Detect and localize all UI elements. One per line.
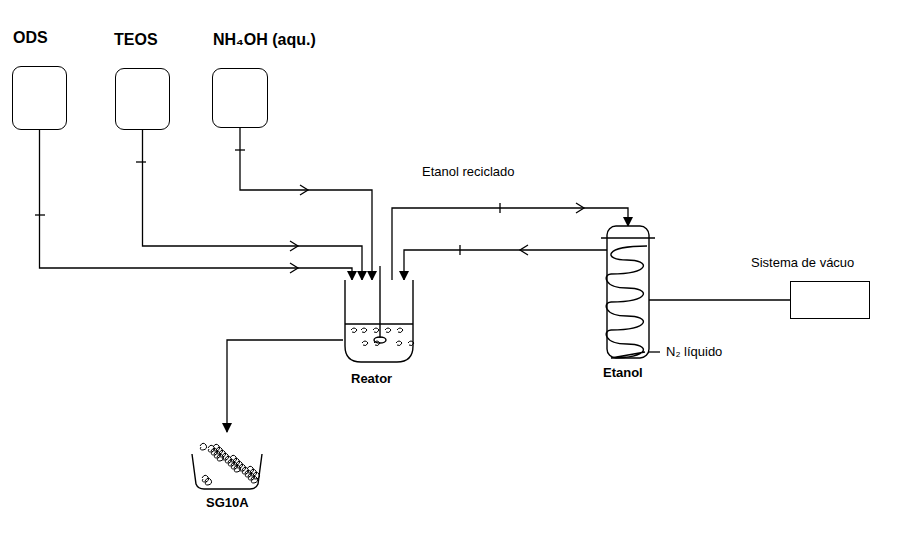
reactor-vessel: Reator: [343, 280, 415, 364]
flow-line: [143, 130, 363, 280]
free-label: Etanol reciclado: [420, 164, 517, 179]
flow-line: [40, 130, 353, 280]
product-dish: SG10A: [190, 432, 264, 490]
node-label: NH₄OH (aqu.): [213, 31, 316, 49]
flow-line: [240, 128, 372, 280]
node-label: Etanol: [603, 366, 643, 381]
node-label: Reator: [351, 372, 392, 387]
reagent-bottle: NH₄OH (aqu.): [212, 68, 268, 128]
node-label: Sistema de vácuo: [751, 256, 854, 271]
node-label: SG10A: [206, 496, 249, 511]
reactor-vessel-outline: [343, 280, 415, 364]
valve-mark: [136, 161, 146, 162]
flow-line: [227, 340, 343, 432]
reagent-bottle: TEOS: [115, 68, 170, 130]
flow-line: [649, 299, 790, 300]
free-label: N₂ líquido: [664, 344, 724, 359]
product-dish-outline: [190, 432, 264, 490]
flow-line: [404, 250, 607, 280]
condenser-trap-outline: [607, 226, 649, 358]
flow-line: [392, 208, 628, 280]
vacuum-box: Sistema de vácuo: [790, 281, 870, 319]
node-label: ODS: [13, 29, 48, 47]
condenser-trap: Etanol: [607, 226, 649, 358]
reagent-bottle: ODS: [12, 66, 67, 130]
node-label: TEOS: [114, 31, 158, 49]
stirrer-shaft: [379, 266, 380, 280]
